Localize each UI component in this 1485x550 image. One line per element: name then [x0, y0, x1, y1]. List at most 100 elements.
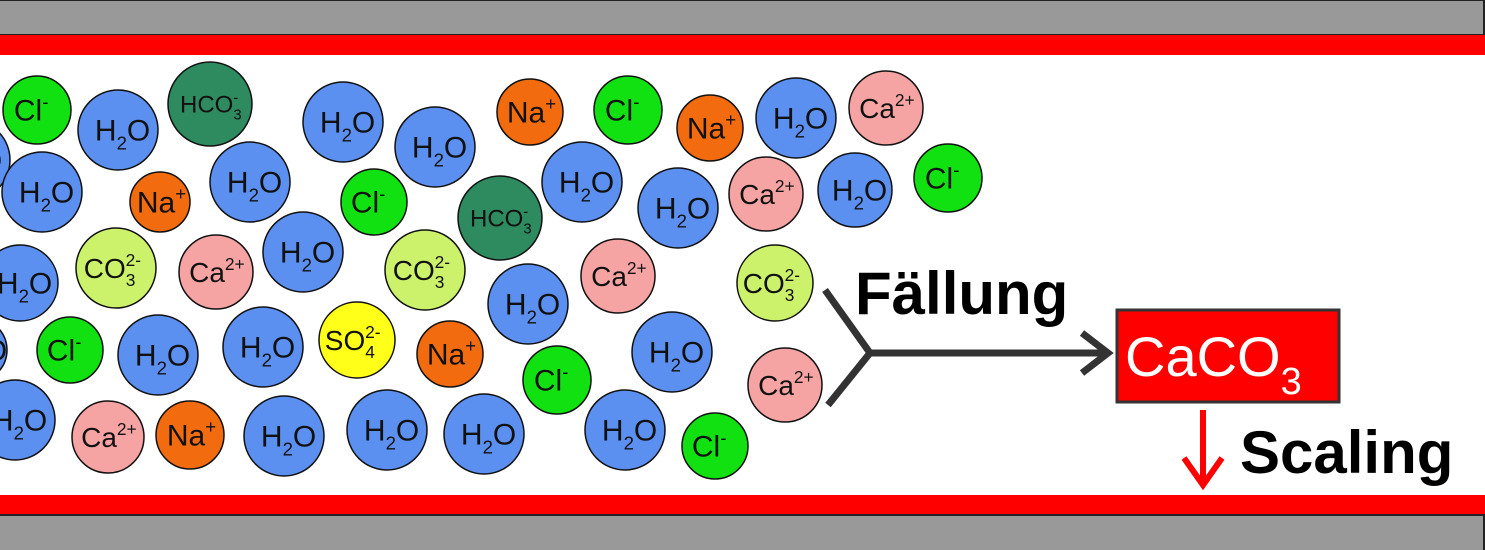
water-formula: H2O	[364, 415, 419, 454]
ion-sulfate: SO42-	[318, 301, 396, 379]
ion-bicarbonate: HCO3-	[167, 61, 253, 147]
bicarbonate-particle	[167, 61, 253, 147]
ion-chloride: Cl-	[681, 412, 749, 480]
bicarbonate-formula: HCO3-	[470, 204, 532, 237]
chloride-particle	[36, 316, 104, 384]
water-particle	[0, 328, 8, 372]
carbonate-particle	[384, 229, 466, 311]
ion-calcium: Ca2+	[728, 156, 804, 232]
chloride-particle	[522, 345, 592, 415]
bicarbonate-formula: HCO3-	[180, 90, 242, 123]
product-label: CaCO3	[1125, 325, 1302, 403]
ion-carbonate: CO32-	[384, 229, 466, 311]
ion-water: H2O	[0, 328, 8, 374]
chloride-particle	[681, 412, 749, 480]
ion-water: H2O	[443, 393, 525, 475]
water-particle	[222, 306, 304, 388]
chloride-formula: Cl-	[14, 91, 49, 128]
water-formula: H2O	[649, 337, 704, 376]
water-formula: H2O	[0, 145, 2, 184]
water-particle	[262, 211, 344, 293]
sodium-particle	[676, 94, 744, 162]
ion-water: H2O	[394, 106, 476, 188]
sodium-formula: Na+	[427, 335, 476, 372]
water-formula: H2O	[320, 107, 375, 146]
calcium-particle	[747, 347, 823, 423]
ion-chloride: Cl-	[522, 345, 592, 415]
ion-water: H2O	[302, 81, 384, 163]
water-particle	[541, 141, 623, 223]
product-box	[1115, 308, 1341, 404]
sulfate-formula: SO42-	[325, 322, 381, 362]
water-formula: H2O	[505, 289, 560, 328]
sodium-particle	[496, 78, 564, 146]
pipe-wall-top	[0, 0, 1485, 36]
water-particle	[443, 393, 525, 475]
ion-water: H2O	[637, 167, 719, 249]
precipitation-arrow	[822, 287, 1114, 408]
scale-layer-top	[0, 35, 1485, 55]
calcium-formula: Ca2+	[81, 419, 137, 453]
scale-layer-bottom	[0, 495, 1485, 515]
water-particle	[302, 81, 384, 163]
ion-water: H2O	[209, 141, 291, 223]
water-particle	[0, 244, 59, 322]
calcium-particle	[728, 156, 804, 232]
calcium-formula: Ca2+	[189, 254, 245, 288]
water-particle	[394, 106, 476, 188]
sodium-formula: Na+	[137, 183, 186, 220]
ion-calcium: Ca2+	[178, 234, 254, 310]
ion-carbonate: CO32-	[736, 244, 814, 322]
ion-calcium: Ca2+	[747, 347, 823, 423]
bicarbonate-particle	[457, 175, 543, 261]
water-particle	[0, 379, 56, 461]
ion-calcium: Ca2+	[580, 238, 656, 314]
sodium-particle	[129, 171, 191, 233]
sodium-particle	[416, 320, 484, 388]
ion-water: H2O	[0, 379, 56, 461]
calcium-formula: Ca2+	[859, 90, 915, 124]
ion-calcium: Ca2+	[848, 70, 924, 146]
ion-chloride: Cl-	[36, 316, 104, 384]
precipitation-label: Fällung	[855, 260, 1068, 327]
carbonate-formula: CO32-	[743, 265, 801, 305]
ion-sodium: Na+	[416, 320, 484, 388]
water-particle	[584, 389, 666, 471]
water-particle	[1, 151, 83, 233]
water-particle	[77, 89, 159, 171]
ion-water: H2O	[817, 152, 893, 228]
water-particle	[117, 314, 199, 396]
sodium-formula: Na+	[687, 109, 736, 146]
water-formula: H2O	[0, 405, 47, 444]
water-particle	[209, 141, 291, 223]
ion-water: H2O	[541, 141, 623, 223]
calcium-particle	[71, 400, 145, 474]
water-particle	[487, 263, 569, 345]
calcium-formula: Ca2+	[739, 176, 795, 210]
calcium-formula: Ca2+	[758, 367, 814, 401]
water-formula: H2O	[95, 115, 150, 154]
water-formula: H2O	[559, 167, 614, 206]
water-formula: H2O	[832, 175, 887, 214]
chloride-particle	[2, 75, 72, 145]
ion-sodium: Na+	[676, 94, 744, 162]
chloride-particle	[340, 168, 408, 236]
calcium-formula: Ca2+	[591, 258, 647, 292]
ion-bicarbonate: HCO3-	[457, 175, 543, 261]
chloride-formula: Cl-	[925, 159, 960, 196]
ion-water: H2O	[346, 389, 428, 471]
ion-water: H2O	[262, 211, 344, 293]
calcium-particle	[848, 70, 924, 146]
water-formula: H2O	[655, 193, 710, 232]
water-formula: H2O	[461, 419, 516, 458]
water-formula: H2O	[773, 103, 828, 142]
water-formula: H2O	[0, 268, 52, 307]
water-formula: H2O	[135, 340, 190, 379]
carbonate-particle	[736, 244, 814, 322]
water-formula: H2O	[0, 335, 7, 374]
ion-water: H2O	[0, 244, 59, 322]
ion-water: H2O	[243, 395, 325, 477]
ion-chloride: Cl-	[593, 75, 663, 145]
water-formula: H2O	[280, 237, 335, 276]
